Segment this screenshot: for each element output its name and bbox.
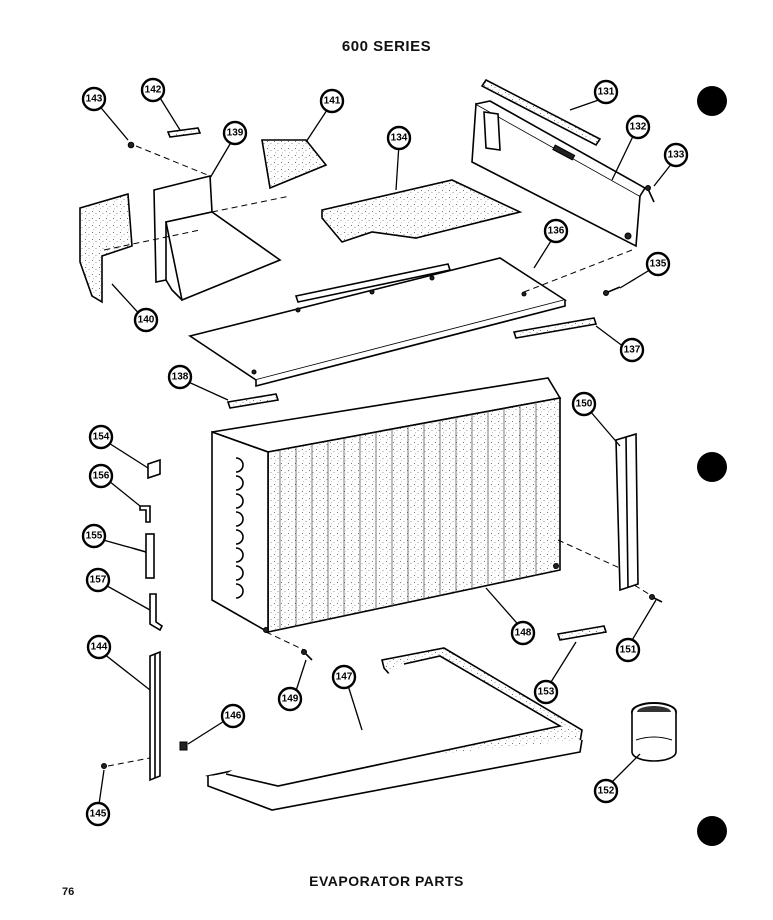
callout-154: 154: [88, 424, 114, 450]
svg-text:133: 133: [668, 150, 685, 161]
part-133-screw: [645, 185, 655, 203]
page-title: 600 SERIES: [341, 38, 432, 55]
svg-text:145: 145: [90, 809, 107, 820]
svg-text:154: 154: [93, 432, 110, 443]
callout-140: 140: [133, 307, 159, 333]
callout-150: 150: [571, 391, 597, 417]
callout-135: 135: [645, 251, 671, 277]
svg-text:141: 141: [324, 96, 341, 107]
part-150-side-channel: [615, 432, 639, 592]
svg-text:143: 143: [86, 94, 103, 105]
svg-text:135: 135: [650, 259, 667, 270]
callout-139: 139: [222, 120, 248, 146]
part-139-bracket-shroud: [153, 174, 282, 302]
part-137-strip: [512, 317, 598, 339]
part-138-strip: [226, 393, 280, 409]
part-155-tube: [131, 533, 155, 579]
svg-text:138: 138: [172, 372, 189, 383]
part-134-foam-pad: [321, 179, 523, 243]
callout-157: 157: [85, 567, 111, 593]
svg-text:151: 151: [620, 645, 637, 656]
callout-134: 134: [386, 125, 412, 151]
svg-text:155: 155: [86, 531, 103, 542]
part-147-drain-pan: [205, 647, 583, 811]
callout-147: 147: [331, 664, 357, 690]
part-132-rear-channel: [471, 100, 647, 248]
svg-text:142: 142: [145, 85, 162, 96]
svg-text:131: 131: [598, 87, 615, 98]
binder-hole-middle: [697, 452, 727, 482]
svg-text:132: 132: [630, 122, 647, 133]
part-140-foam-block: [79, 192, 133, 304]
callout-151: 151: [615, 637, 641, 663]
svg-text:148: 148: [515, 628, 532, 639]
callout-132: 132: [625, 114, 651, 140]
svg-text:134: 134: [391, 133, 408, 144]
svg-text:147: 147: [336, 672, 353, 683]
svg-text:157: 157: [90, 575, 107, 586]
part-144-post: [149, 650, 161, 782]
callout-149: 149: [277, 686, 303, 712]
callout-133: 133: [663, 142, 689, 168]
callout-141: 141: [319, 88, 345, 114]
part-153-strip: [556, 625, 608, 641]
svg-text:144: 144: [91, 642, 108, 653]
svg-text:137: 137: [624, 345, 641, 356]
svg-text:136: 136: [548, 226, 565, 237]
svg-text:149: 149: [282, 694, 299, 705]
svg-text:153: 153: [538, 687, 555, 698]
callout-145: 145: [85, 801, 111, 827]
part-149-screw: [301, 649, 313, 661]
part-143-screw: [127, 141, 135, 149]
part-141-foam-wedge: [261, 139, 328, 190]
svg-text:152: 152: [598, 786, 615, 797]
svg-text:139: 139: [227, 128, 244, 139]
callout-146: 146: [220, 703, 246, 729]
callout-155: 155: [81, 523, 107, 549]
part-136-top-cover: [188, 257, 567, 388]
part-135-screw: [603, 286, 621, 296]
callout-131: 131: [593, 79, 619, 105]
callout-143: 143: [81, 86, 107, 112]
part-148-evaporator-coil: [211, 377, 562, 634]
part-146-clip: [179, 741, 188, 751]
callout-142: 142: [140, 77, 166, 103]
callout-144: 144: [86, 634, 112, 660]
page-number: 76: [62, 886, 75, 898]
callout-152: 152: [593, 778, 619, 804]
svg-text:146: 146: [225, 711, 242, 722]
binder-hole-top: [697, 86, 727, 116]
part-154-clip: [147, 458, 161, 480]
svg-text:156: 156: [93, 471, 110, 482]
section-caption: EVAPORATOR PARTS: [309, 873, 464, 889]
callout-156: 156: [88, 463, 114, 489]
callout-137: 137: [619, 337, 645, 363]
binder-hole-bottom: [697, 816, 727, 846]
part-151-screw: [649, 594, 663, 603]
svg-text:140: 140: [138, 315, 155, 326]
part-142-strip: [166, 127, 202, 138]
callout-148: 148: [510, 620, 536, 646]
part-145-screw: [101, 763, 107, 769]
part-131-top-gasket-strip: [480, 78, 602, 147]
callout-138: 138: [167, 364, 193, 390]
svg-text:150: 150: [576, 399, 593, 410]
part-156-elbow-fitting: [139, 505, 151, 523]
callout-136: 136: [543, 218, 569, 244]
part-157-tube: [149, 593, 164, 632]
part-152-sealant-can: [631, 702, 677, 762]
callout-153: 153: [533, 679, 559, 705]
